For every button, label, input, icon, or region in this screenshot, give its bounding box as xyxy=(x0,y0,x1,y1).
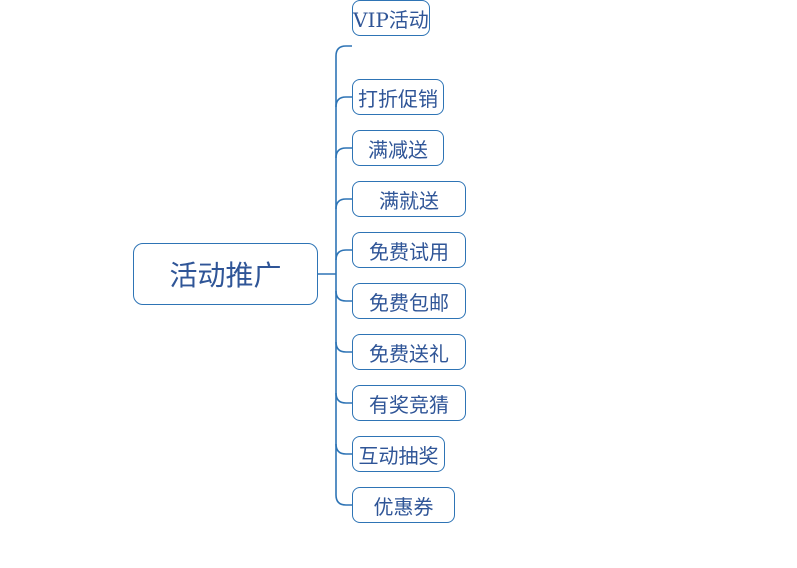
child-node-free-trial[interactable]: 免费试用 xyxy=(352,232,466,268)
child-node-spend-and-gift[interactable]: 满就送 xyxy=(352,181,466,217)
child-node-coupon[interactable]: 优惠券 xyxy=(352,487,455,523)
branch-line xyxy=(335,443,352,455)
branch-line xyxy=(335,290,352,302)
branch-line xyxy=(335,392,352,404)
root-node[interactable]: 活动推广 xyxy=(133,243,318,305)
child-node-spend-reduce-gift[interactable]: 满减送 xyxy=(352,130,444,166)
child-node-vip-activity[interactable]: VIP活动 xyxy=(352,0,430,36)
child-node-free-shipping[interactable]: 免费包邮 xyxy=(352,283,466,319)
child-node-free-gift[interactable]: 免费送礼 xyxy=(352,334,466,370)
branch-line xyxy=(335,147,352,159)
child-node-prize-quiz[interactable]: 有奖竞猜 xyxy=(352,385,466,421)
branch-line xyxy=(335,96,352,108)
branch-line xyxy=(335,249,352,261)
branch-line xyxy=(335,198,352,210)
trunk-line xyxy=(335,45,352,506)
child-node-interactive-lottery[interactable]: 互动抽奖 xyxy=(352,436,445,472)
branch-line xyxy=(335,341,352,353)
child-node-discount-promotion[interactable]: 打折促销 xyxy=(352,79,444,115)
